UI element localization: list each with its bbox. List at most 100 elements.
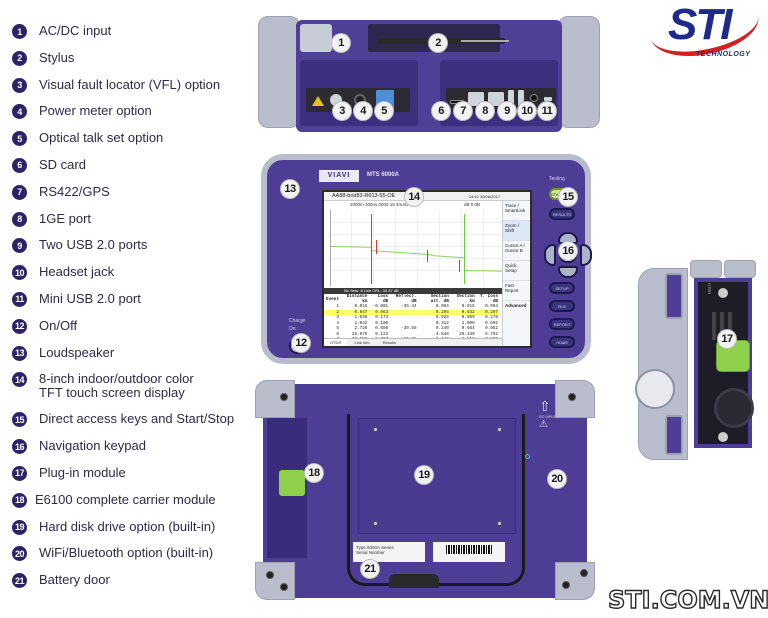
legend-label: Two USB 2.0 ports bbox=[39, 237, 148, 253]
callout-15: 15 bbox=[559, 188, 577, 206]
number-badge: 14 bbox=[12, 372, 27, 388]
callout-16: 16 bbox=[559, 242, 577, 260]
nav-left-button[interactable] bbox=[544, 244, 556, 266]
strap-slot-top bbox=[665, 273, 683, 319]
results-key[interactable]: RESULTS bbox=[549, 208, 575, 220]
mini-usb-port[interactable] bbox=[544, 97, 552, 101]
menu-fast-report[interactable]: Fast Report bbox=[503, 281, 530, 301]
legend-label: SD card bbox=[39, 156, 86, 172]
vent-slot bbox=[720, 312, 724, 340]
usb-port-2[interactable] bbox=[518, 90, 524, 106]
menu-zoom-shift[interactable]: Zoom / Shift bbox=[503, 221, 530, 241]
legend-label: E6100 complete carrier module bbox=[35, 491, 216, 507]
otdr-trace-graph[interactable] bbox=[330, 210, 504, 286]
legend-item-sd-card: 6 SD card bbox=[12, 156, 252, 183]
callout-18: 18 bbox=[305, 464, 323, 482]
menu-advanced[interactable]: Advanced bbox=[505, 303, 527, 308]
model-label: MTS 6000A bbox=[367, 172, 400, 178]
menu-quick-setup[interactable]: Quick Setup bbox=[503, 261, 530, 281]
corner-cap bbox=[724, 260, 756, 278]
fan-icon bbox=[714, 388, 754, 428]
callout-14: 14 bbox=[405, 188, 423, 206]
number-badge: 10 bbox=[12, 265, 27, 281]
website-url: STI.COM.VN bbox=[607, 585, 768, 614]
number-badge: 15 bbox=[12, 412, 27, 428]
col-header: Section att. dB bbox=[430, 294, 449, 304]
module-screw bbox=[718, 288, 728, 298]
legend-label: Navigation keypad bbox=[39, 438, 146, 454]
number-badge: 8 bbox=[12, 211, 27, 227]
legend-item-navigation-keypad: 16 Navigation keypad bbox=[12, 437, 252, 464]
screw bbox=[373, 427, 378, 432]
corner-bumper bbox=[255, 380, 295, 418]
event-marker bbox=[459, 260, 460, 272]
logo-subtitle: TECHNOLOGY bbox=[696, 51, 751, 58]
number-badge: 11 bbox=[12, 291, 27, 307]
menu-cursor[interactable]: Cursor A / Cursor B bbox=[503, 241, 530, 261]
number-badge: 2 bbox=[12, 50, 27, 66]
legend-label: Power meter option bbox=[39, 103, 152, 119]
tab-otdr[interactable]: OTDR bbox=[324, 339, 348, 346]
number-badge: 3 bbox=[12, 77, 27, 93]
acquisition-params: 2000m 100ns 0003 19 4mAD dB 0.0B bbox=[324, 201, 530, 208]
touch-screen-display[interactable]: AA88-bod83-R613-55-OE 14:42 30/06/2017 2… bbox=[322, 190, 532, 348]
col-header: T. Loss dB bbox=[479, 294, 498, 304]
hdd-cover bbox=[358, 418, 516, 534]
headset-jack[interactable] bbox=[530, 94, 538, 102]
wifi-led bbox=[525, 454, 530, 459]
vent-slot bbox=[728, 312, 732, 340]
module-screw bbox=[718, 432, 728, 442]
file-key[interactable]: FILE bbox=[549, 300, 575, 312]
number-badge: 6 bbox=[12, 157, 27, 173]
battery-door-latch[interactable] bbox=[389, 574, 439, 588]
col-header: Event bbox=[326, 296, 339, 302]
barcode-sticker bbox=[433, 542, 505, 562]
legend-label: WiFi/Bluetooth option (built-in) bbox=[39, 545, 214, 561]
carrier-green-latch[interactable] bbox=[279, 470, 305, 496]
sti-logo: STI TECHNOLOGY bbox=[650, 0, 768, 66]
tab-results[interactable]: Results bbox=[382, 340, 397, 345]
event-marker bbox=[427, 250, 428, 262]
screw bbox=[373, 521, 378, 526]
report-key[interactable]: REPORT bbox=[549, 318, 575, 330]
callout-19: 19 bbox=[415, 466, 433, 484]
tab-link-info[interactable]: Link Info bbox=[354, 340, 370, 345]
legend-label: Battery door bbox=[39, 572, 110, 588]
stylus-tip bbox=[461, 40, 509, 42]
up-arrow-icon: ⇧ bbox=[539, 398, 551, 414]
rating-label: ⇧ DC INPUT ⚠ bbox=[539, 398, 579, 464]
nav-down-button[interactable] bbox=[558, 266, 578, 278]
ethernet-port[interactable] bbox=[488, 92, 504, 106]
callout-21: 21 bbox=[361, 560, 379, 578]
cursor-a-marker[interactable] bbox=[371, 214, 372, 284]
charge-led-label: Charge bbox=[289, 318, 306, 324]
nav-right-button[interactable] bbox=[580, 244, 592, 266]
sticker-type: Type 6000A Series bbox=[356, 545, 394, 550]
dc-input-text: DC INPUT bbox=[539, 415, 556, 419]
corner-bumper bbox=[255, 562, 295, 600]
callout-20: 20 bbox=[548, 470, 566, 488]
setup-key[interactable]: SETUP bbox=[549, 282, 575, 294]
col-header: Section km bbox=[456, 294, 475, 304]
home-key[interactable]: HOME bbox=[549, 336, 575, 348]
number-badge: 16 bbox=[12, 439, 27, 455]
callout-2: 2 bbox=[429, 34, 447, 52]
cursor-b-marker[interactable] bbox=[464, 214, 465, 284]
callout-12: 12 bbox=[292, 334, 310, 352]
device-side-view: OTDR 17 bbox=[635, 260, 760, 460]
menu-trace-smartlink[interactable]: Trace / SmartLink bbox=[503, 201, 530, 221]
corner-cap bbox=[690, 260, 722, 278]
usb-port-1[interactable] bbox=[508, 90, 514, 106]
